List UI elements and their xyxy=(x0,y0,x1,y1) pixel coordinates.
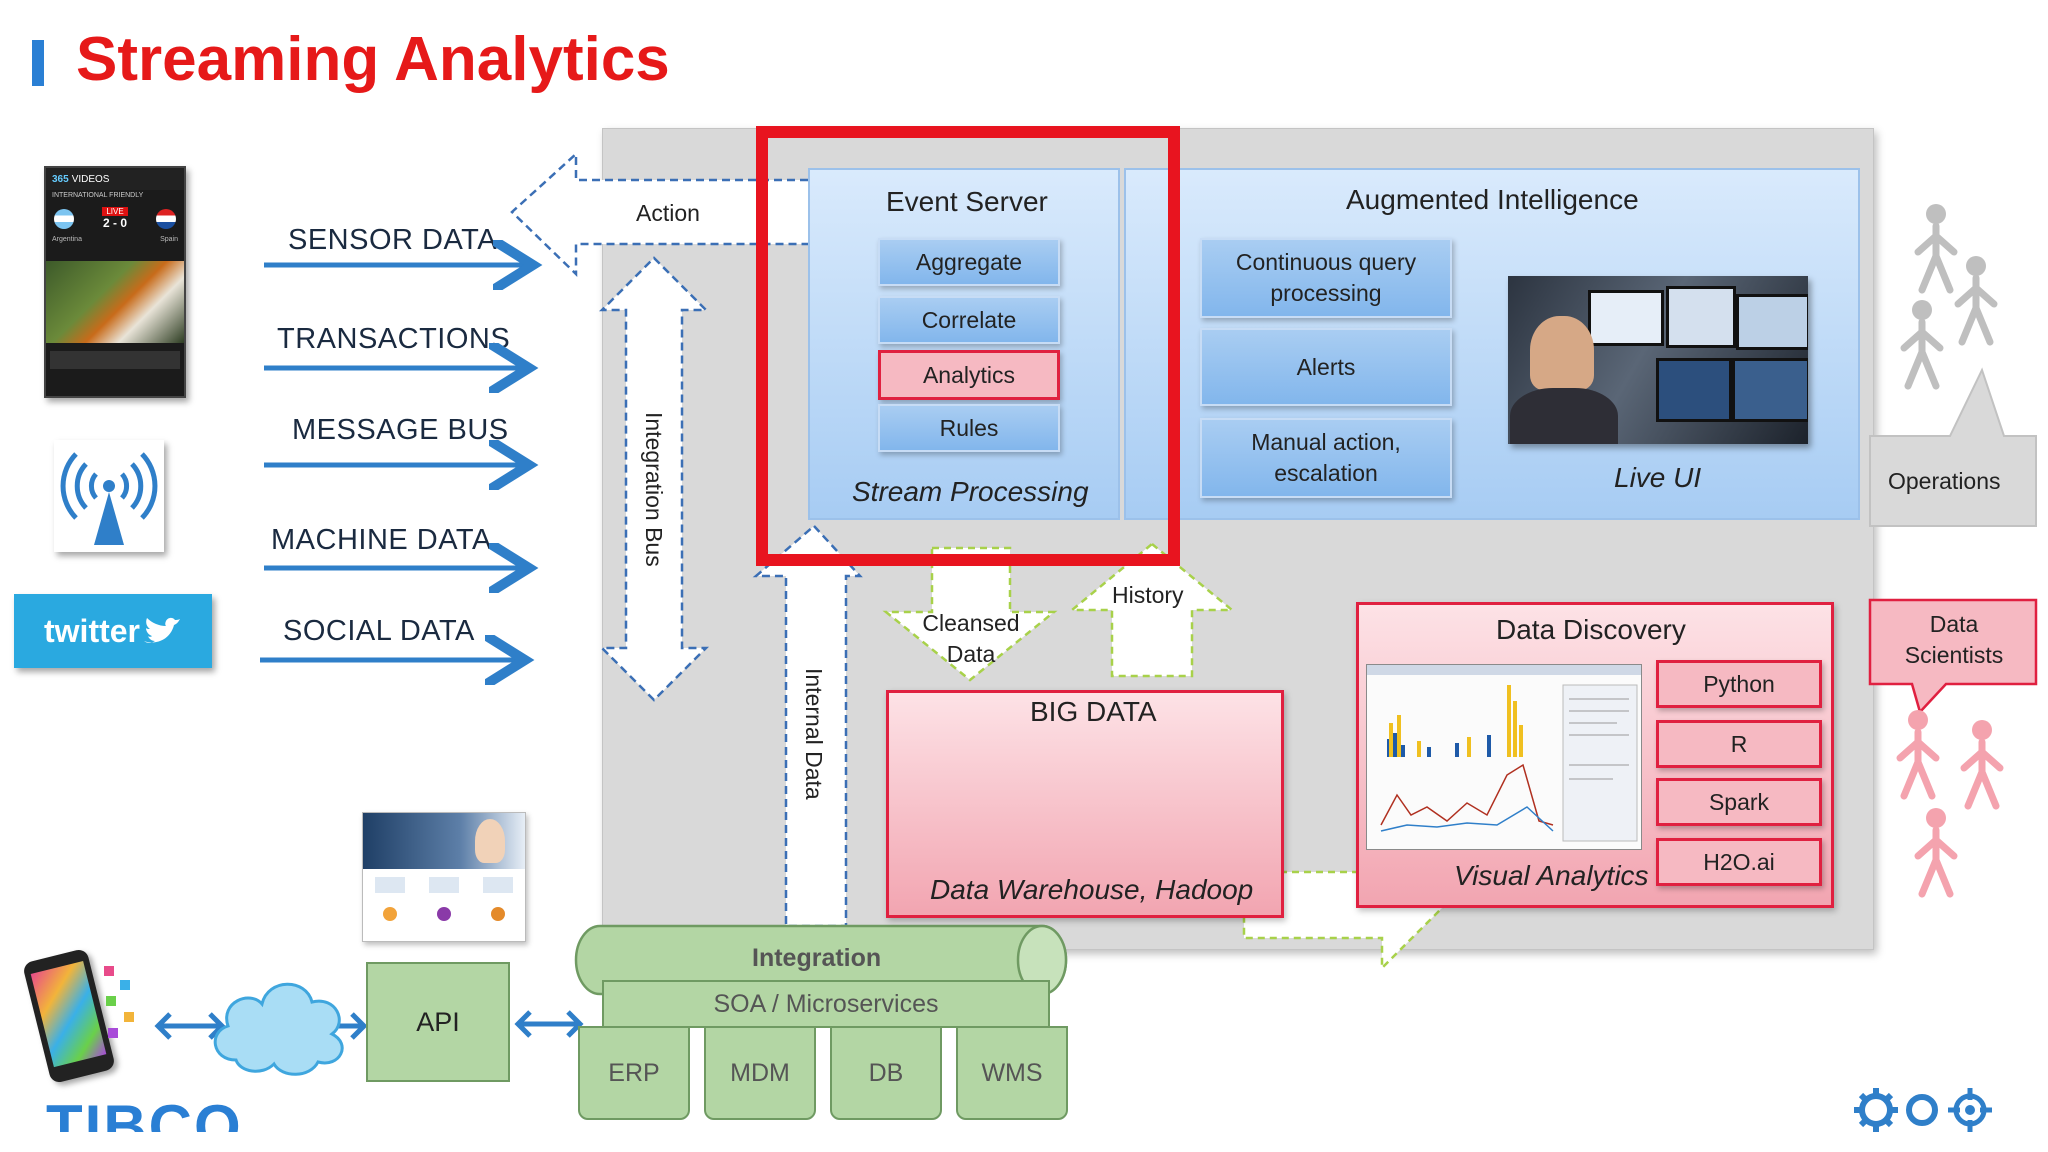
live-ui-label: Live UI xyxy=(1614,462,1702,493)
phone-comment-bar xyxy=(50,351,180,369)
operations-people-icon xyxy=(1900,204,1998,390)
title-accent-bar xyxy=(32,40,44,86)
phone-brand: 365 xyxy=(52,173,69,185)
event-rules: Rules xyxy=(878,404,1060,452)
tool-h2o: H2O.ai xyxy=(1656,838,1822,886)
tibco-logo: TIBCO xyxy=(46,1093,243,1132)
system-mdm: MDM xyxy=(704,1026,816,1120)
flag-argentina-icon xyxy=(54,208,74,229)
flag-netherlands-icon xyxy=(156,208,176,229)
stream-processing-label: Stream Processing xyxy=(852,476,1089,507)
data-discovery-title: Data Discovery xyxy=(1496,614,1686,645)
event-correlate: Correlate xyxy=(878,296,1060,344)
history-label: History xyxy=(1112,582,1184,608)
big-data-title: BIG DATA xyxy=(1030,696,1157,727)
event-analytics: Analytics xyxy=(878,350,1060,400)
phone-match: INTERNATIONAL FRIENDLY xyxy=(52,192,144,199)
aug-alerts: Alerts xyxy=(1200,328,1452,406)
twitter-logo-text: twitter xyxy=(44,612,140,649)
source-label-social-data: SOCIAL DATA xyxy=(283,615,475,647)
tool-r: R xyxy=(1656,720,1822,768)
system-db: DB xyxy=(830,1026,942,1120)
ring-icon xyxy=(1906,1094,1938,1126)
phone-team-left: Argentina xyxy=(52,236,82,243)
aug-continuous-query: Continuous query processing xyxy=(1200,238,1452,318)
internal-data-label: Internal Data xyxy=(801,668,827,800)
operations-label: Operations xyxy=(1888,468,2001,494)
visual-analytics-screenshot xyxy=(1366,664,1642,850)
soa-microservices: SOA / Microservices xyxy=(602,980,1050,1028)
integration-bus-arrow xyxy=(598,256,710,702)
system-erp: ERP xyxy=(578,1026,690,1120)
data-scientists-people-icon xyxy=(1896,710,2004,898)
api-box: API xyxy=(366,962,510,1082)
visual-analytics-label: Visual Analytics xyxy=(1454,860,1649,891)
cloud-icon xyxy=(213,982,344,1076)
source-label-transactions: TRANSACTIONS xyxy=(277,323,511,355)
event-aggregate: Aggregate xyxy=(878,238,1060,286)
source-label-sensor-data: SENSOR DATA xyxy=(288,224,498,256)
cleansed-data-label: Cleansed Data xyxy=(922,610,1020,667)
tool-spark: Spark xyxy=(1656,778,1822,826)
phone-brand-suffix: VIDEOS xyxy=(71,173,110,185)
data-warehouse-label: Data Warehouse, Hadoop xyxy=(930,874,1254,905)
source-label-machine-data: MACHINE DATA xyxy=(271,524,492,556)
data-scientists-label: Data Scientists xyxy=(1904,611,2004,668)
source-label-message-bus: MESSAGE BUS xyxy=(292,414,509,446)
live-ui-photo xyxy=(1508,276,1808,444)
twitter-logo: twitter xyxy=(14,594,212,668)
data-scientists-callout xyxy=(1868,598,2038,715)
event-server-panel xyxy=(808,168,1120,520)
twitter-bird-icon xyxy=(144,617,180,643)
augmented-intelligence-title: Augmented Intelligence xyxy=(1346,184,1639,215)
crosshair-icon xyxy=(1948,1088,1992,1132)
event-server-title: Event Server xyxy=(886,186,1048,217)
phone-score: 2 - 0 xyxy=(102,216,127,230)
phone-live-badge: LIVE xyxy=(102,207,128,216)
big-data-panel xyxy=(886,690,1284,918)
gear-icon xyxy=(1854,1088,1898,1132)
phone-video-thumbnail xyxy=(46,261,184,343)
developer-portal-image xyxy=(362,812,526,942)
system-wms: WMS xyxy=(956,1026,1068,1120)
phone-team-right: Spain xyxy=(160,236,178,243)
highlight-frame xyxy=(756,126,1180,566)
operations-callout xyxy=(1869,367,2037,527)
action-label: Action xyxy=(636,200,700,226)
page-title: Streaming Analytics xyxy=(76,25,670,94)
integration-bus-label: Integration Bus xyxy=(641,412,667,567)
aug-manual-action: Manual action, escalation xyxy=(1200,418,1452,498)
wireless-tower-icon xyxy=(54,440,164,552)
history-arrow xyxy=(1068,542,1236,678)
action-arrow xyxy=(510,151,808,277)
integration-title: Integration xyxy=(752,944,882,972)
phone-app-image: 365 VIDEOS INTERNATIONAL FRIENDLY LIVE 2… xyxy=(44,166,186,398)
tool-python: Python xyxy=(1656,660,1822,708)
app-tiles-icon xyxy=(100,966,140,1046)
